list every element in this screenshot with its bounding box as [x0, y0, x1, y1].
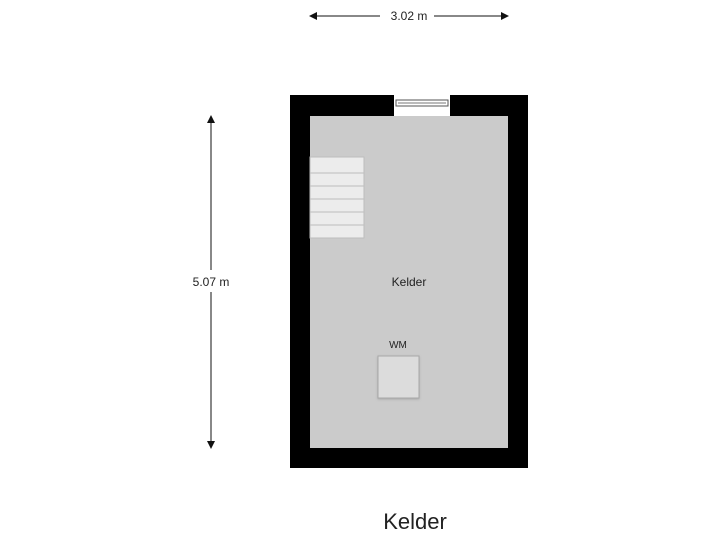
plan-title: Kelder — [383, 509, 447, 534]
room-name-label: Kelder — [392, 275, 427, 289]
washing-machine-icon — [377, 355, 420, 399]
stairs — [309, 156, 365, 239]
height-dimension-label: 5.07 m — [193, 275, 230, 289]
height-dimension: 5.07 m — [193, 115, 230, 449]
washing-machine-label: WM — [389, 340, 407, 351]
width-dimension: 3.02 m — [309, 9, 509, 23]
window — [394, 95, 450, 116]
width-dimension-label: 3.02 m — [391, 9, 428, 23]
